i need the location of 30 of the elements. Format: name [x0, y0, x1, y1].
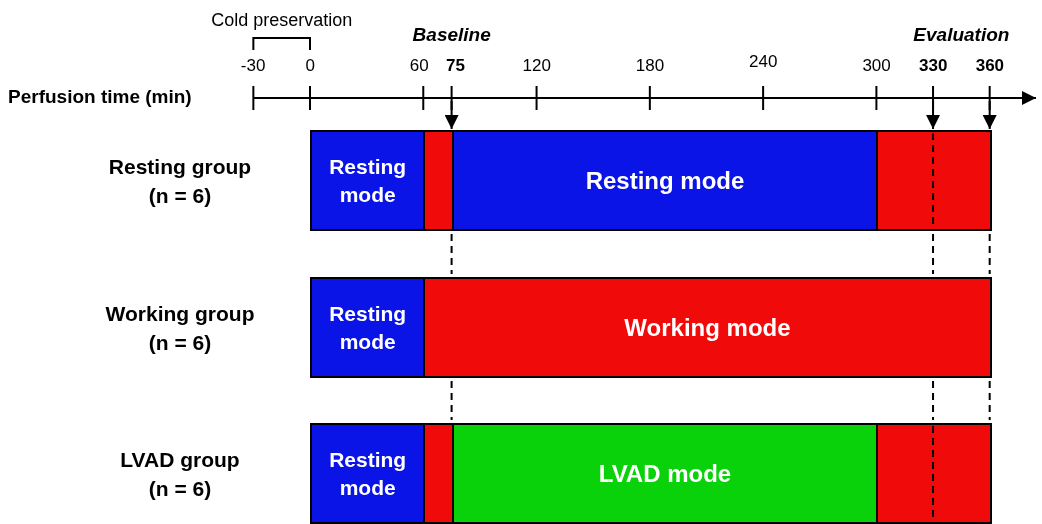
- tick-label: 330: [919, 56, 948, 76]
- tick-label: 360: [975, 56, 1005, 76]
- mode-bar: Resting mode: [310, 423, 426, 524]
- timepoint-label: Baseline: [412, 24, 491, 46]
- phase-bar: [876, 423, 992, 524]
- mode-bar: Resting mode: [310, 277, 426, 378]
- mode-bar: LVAD mode: [451, 423, 879, 524]
- annotation-label: Cold preservation: [211, 10, 353, 31]
- tick-label: 180: [635, 56, 665, 76]
- group-label: LVAD group (n = 6): [119, 447, 241, 503]
- timepoint-label: Evaluation: [913, 24, 1010, 46]
- axis-title: Perfusion time (min): [8, 86, 192, 108]
- mode-bar: Resting mode: [310, 130, 426, 231]
- group-label: Working group (n = 6): [104, 301, 256, 357]
- tick-label: 75: [446, 56, 465, 76]
- mode-bar: Working mode: [423, 277, 992, 378]
- tick-label: 0: [305, 56, 315, 76]
- arrow: [444, 100, 459, 130]
- arrow: [982, 100, 997, 130]
- tick-label: 240: [749, 52, 778, 72]
- tick-label: 300: [862, 56, 891, 76]
- group-label: Resting group (n = 6): [107, 154, 253, 210]
- tick-label: 60: [409, 56, 429, 76]
- tick-label: 120: [522, 56, 551, 76]
- phase-bar: [423, 423, 454, 524]
- tick-label: -30: [240, 56, 266, 76]
- phase-bar: [876, 130, 992, 231]
- phase-bar: [423, 130, 454, 231]
- arrow: [926, 100, 941, 130]
- mode-bar: Resting mode: [451, 130, 879, 231]
